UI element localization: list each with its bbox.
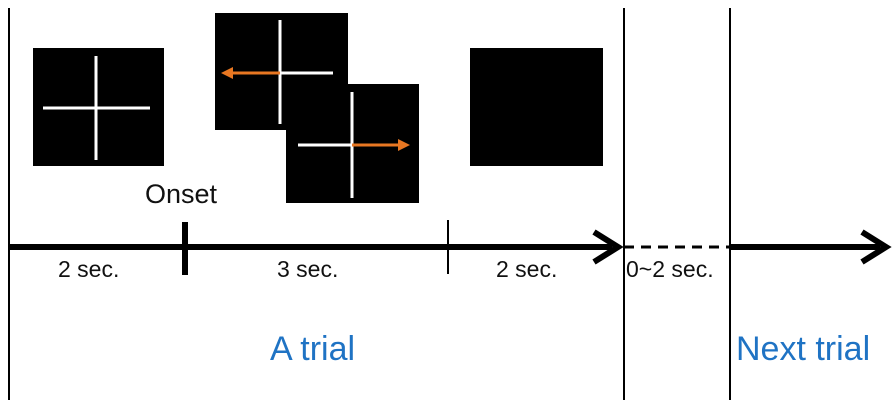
left-arrow-icon	[221, 67, 233, 79]
onset-label: Onset	[145, 179, 218, 209]
trial-label: A trial	[270, 330, 356, 368]
right-arrow-icon	[398, 139, 410, 151]
blank-screen	[470, 48, 603, 166]
duration-cue: 3 sec.	[277, 256, 339, 282]
next-trial-label: Next trial	[736, 330, 871, 368]
duration-iti: 0~2 sec.	[626, 256, 714, 282]
duration-fixation: 2 sec.	[58, 256, 120, 282]
duration-blank: 2 sec.	[496, 256, 558, 282]
timeline-arrowhead	[592, 229, 624, 265]
next-timeline-arrowhead	[860, 229, 892, 265]
